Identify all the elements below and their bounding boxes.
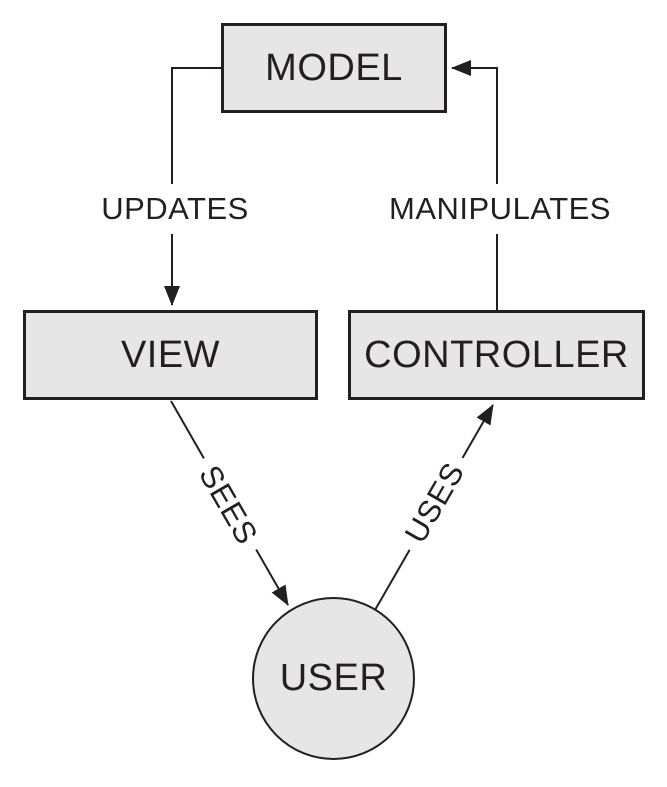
view-node: VIEW	[23, 310, 318, 400]
manipulates-edge-label: MANIPULATES	[384, 184, 616, 234]
user-node-label: USER	[279, 657, 388, 699]
model-node-label: MODEL	[265, 46, 403, 89]
controller-node: CONTROLLER	[348, 310, 645, 400]
model-node: MODEL	[221, 23, 447, 113]
updates-edge-label: UPDATES	[96, 184, 254, 234]
view-node-label: VIEW	[120, 333, 221, 376]
user-node: USER	[252, 597, 415, 760]
controller-node-label: CONTROLLER	[364, 333, 629, 376]
